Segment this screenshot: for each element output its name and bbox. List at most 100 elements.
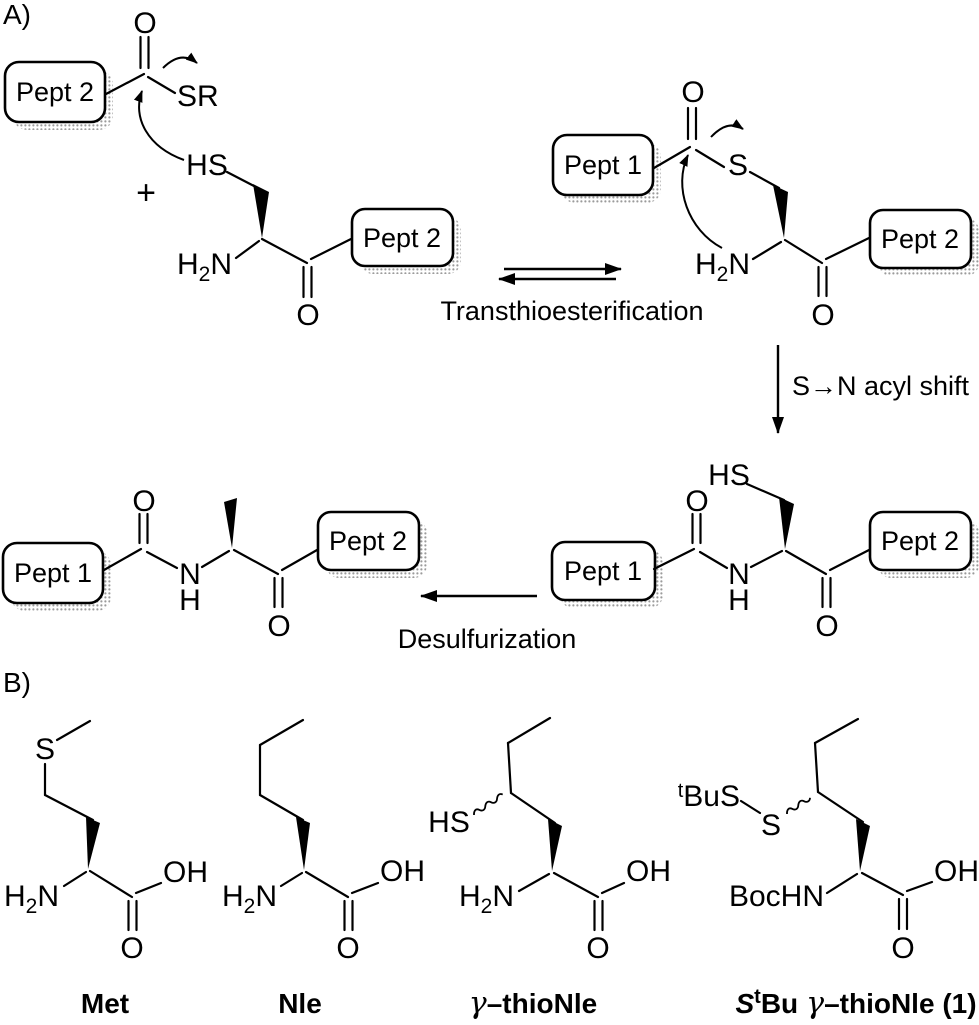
amide-n-label: N [179,558,201,591]
pept2-box [868,510,973,572]
bond [694,148,726,169]
wedge-bond [548,819,562,871]
thiol-hs-label: HS [428,806,470,839]
molecule-nle: H2N OH O Nle [222,718,425,1019]
oxygen-label: O [120,932,143,965]
molecule-met: S H2N OH O Met [4,719,208,1019]
wedge-bond [86,817,100,869]
bond [102,547,143,572]
bond [739,799,762,815]
pept2-box [868,208,973,270]
bond [751,240,783,261]
desulfurization-label: Desulfurization [398,624,577,654]
bond [783,238,824,265]
pept2-box-label: Pept 2 [881,526,959,556]
panel-a-label: A) [3,0,31,30]
transthioesterification-step: Transthioesterification [440,263,704,326]
wedge-bond [296,817,310,870]
bond [813,741,820,794]
pept2-box-label: Pept 2 [881,224,959,254]
pept2-box [316,510,421,572]
oxygen-label: O [815,610,838,643]
bond [745,482,786,502]
bond [104,72,146,96]
bond [260,237,309,265]
bond [62,870,88,888]
bond [234,239,261,260]
thioester-pept2: Pept 2 O SR [3,7,219,161]
pept2-box-label: Pept 2 [329,526,407,556]
bond [825,872,859,895]
bond [309,237,353,261]
oh-label: OH [934,855,979,888]
wedge-bond [779,497,794,549]
panel-b: B) S H2N OH O Met H2N [3,667,979,1021]
met-name: Met [81,988,129,1019]
bond [828,548,871,572]
bond [784,549,828,576]
oxygen-label: O [586,932,609,965]
bond [145,550,179,570]
bond [350,881,380,895]
bond [509,791,557,825]
oxygen-label: O [267,610,290,643]
oxygen-label: O [681,76,704,109]
panel-b-label: B) [3,667,31,698]
thiol-hs-label: HS [708,459,750,492]
bond [506,741,513,795]
curved-arrow [162,52,198,69]
gamma-thionle-name: γ–thioNle [469,986,597,1021]
bond [258,793,305,822]
oxygen-label: O [811,299,834,332]
wedge-bond [773,185,788,238]
bond [506,716,552,745]
pept2-box-label: Pept 2 [363,223,441,253]
amide-thiol-intermediate: HS O Pept 1 N H O Pept 2 [550,459,979,643]
bond [258,718,305,747]
ligated-product: O Pept 1 N H O Pept 2 [1,485,427,643]
bond [517,872,551,893]
pept1-box-label: Pept 1 [564,556,642,586]
pept1-box-label: Pept 1 [14,558,92,588]
bond [304,870,350,899]
oxygen-label: O [296,299,319,332]
bond [652,145,692,170]
bond [55,719,92,742]
bond [134,881,163,895]
bond [905,880,934,893]
oxygen-label: O [336,932,359,965]
desulfurization-step: Desulfurization [398,590,577,654]
thiol-hs-label: HS [186,149,228,182]
plus-sign: + [136,174,156,212]
sulfur-label: S [35,733,55,766]
bond [200,549,231,569]
wedge-bond [253,184,269,238]
bond [225,170,256,188]
oxygen-label: O [133,7,156,40]
oxygen-label: O [891,932,914,965]
pept1-box-label: Pept 1 [564,150,642,180]
bond [813,717,860,745]
curved-arrow [133,90,185,161]
bond [860,871,905,897]
wedge-bond [856,819,870,871]
bond [824,236,871,261]
bond [88,869,134,899]
h2n-label: H2N [459,880,514,918]
cysteine-pept2: HS H2N O Pept 2 [177,149,461,332]
sulfur-label: S [728,149,748,182]
pept1-box [551,133,655,197]
thioester-intermediate: Pept 1 O S H2N O Pept 2 [551,76,979,332]
wedge-bond-methyl [224,498,237,548]
oh-label: OH [163,856,208,889]
bond [43,793,95,822]
bond [600,881,626,895]
h2n-label: H2N [177,248,232,286]
wavy-bond [473,793,504,816]
acyl-shift-step: S→N acyl shift [772,345,970,434]
sulfur-label: S [761,809,781,842]
molecule-gamma-thionle: HS H2N OH O γ–thioNle [428,716,671,1021]
